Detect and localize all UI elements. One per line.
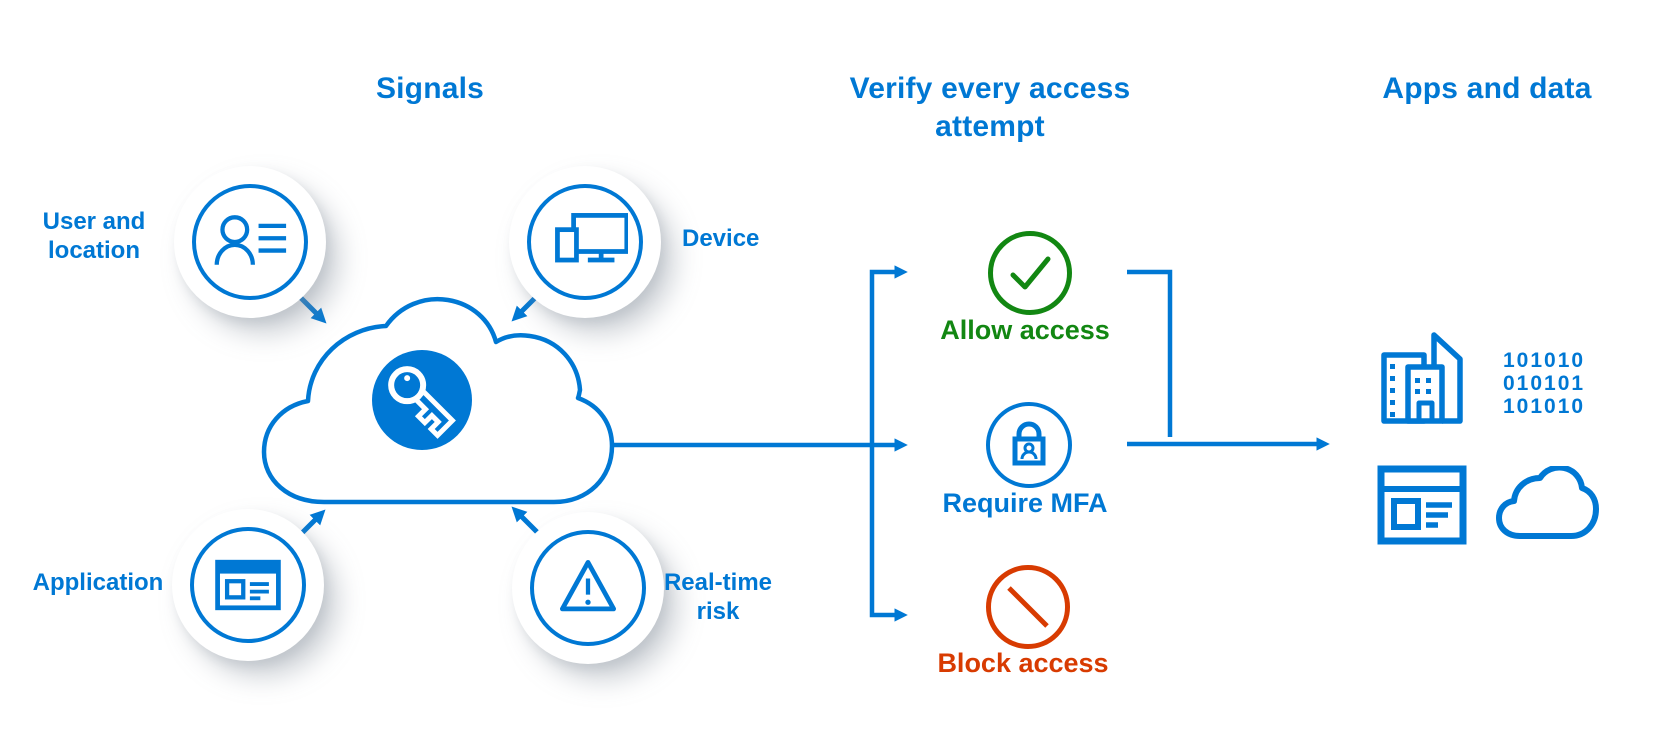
cloud-icon [1496,466,1599,539]
lock-circle-icon [997,413,1061,477]
devices-icon [542,204,628,280]
app-window-icon [205,547,291,623]
check-circle-icon [998,241,1062,305]
verify-heading: Verify every access attempt [849,72,1131,143]
binary-row: 101010 [1503,395,1586,418]
key-icon [388,366,456,439]
require-mfa-node [986,402,1072,488]
block-access-node [986,565,1070,649]
user-location-node [174,166,326,318]
device-node [509,166,661,318]
signals-heading: Signals [375,72,485,105]
binary-data: 101010 010101 101010 [1503,349,1585,418]
binary-row: 010101 [1503,372,1586,395]
block-access-label: Block access [937,648,1109,678]
real-time-risk-node [512,512,664,664]
apps-heading: Apps and data [1382,72,1592,105]
signals-cloud [261,296,615,505]
person-contact-icon [207,204,293,280]
browser-window-icon [1377,465,1467,545]
warning-triangle-icon [545,550,631,626]
building-icon [1381,332,1463,424]
application-node [172,509,324,661]
user-location-label: User and location [42,208,146,264]
real-time-risk-label: Real-time risk [663,569,773,625]
allow-access-node [988,231,1072,315]
application-label: Application [32,569,164,596]
blocked-circle-icon [996,575,1060,639]
require-mfa-label: Require MFA [942,488,1108,518]
binary-row: 101010 [1503,349,1586,372]
device-label: Device [682,225,760,252]
allow-access-label: Allow access [940,315,1110,345]
